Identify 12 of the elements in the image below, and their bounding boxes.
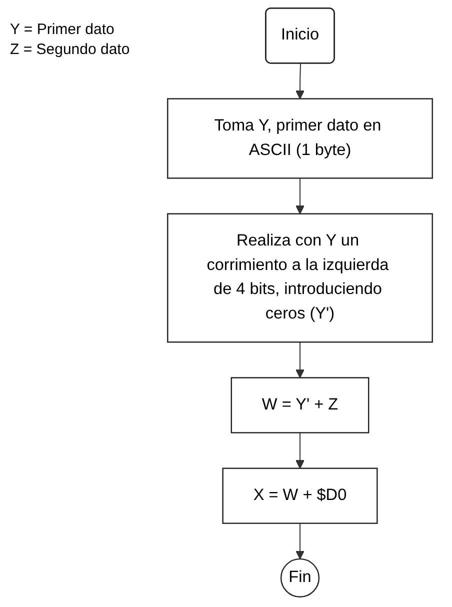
node-box: Toma Y, primer dato en ASCII (1 byte) <box>167 98 433 179</box>
arrow <box>296 64 304 100</box>
note-text: Z = Segundo dato <box>10 40 130 60</box>
arrow <box>296 342 304 378</box>
arrow <box>296 523 304 560</box>
node-box: X = W + $D0 <box>222 468 378 524</box>
arrow <box>296 432 304 469</box>
node-circle: Fin <box>280 558 320 598</box>
node-box: W = Y' + Z <box>230 377 370 434</box>
note-text: Y = Primer dato <box>10 20 116 40</box>
arrow <box>296 178 304 214</box>
node-box: Realiza con Y un corrimiento a la izquierda de 4 bits, introduciendo ceros (Y') <box>167 213 433 343</box>
